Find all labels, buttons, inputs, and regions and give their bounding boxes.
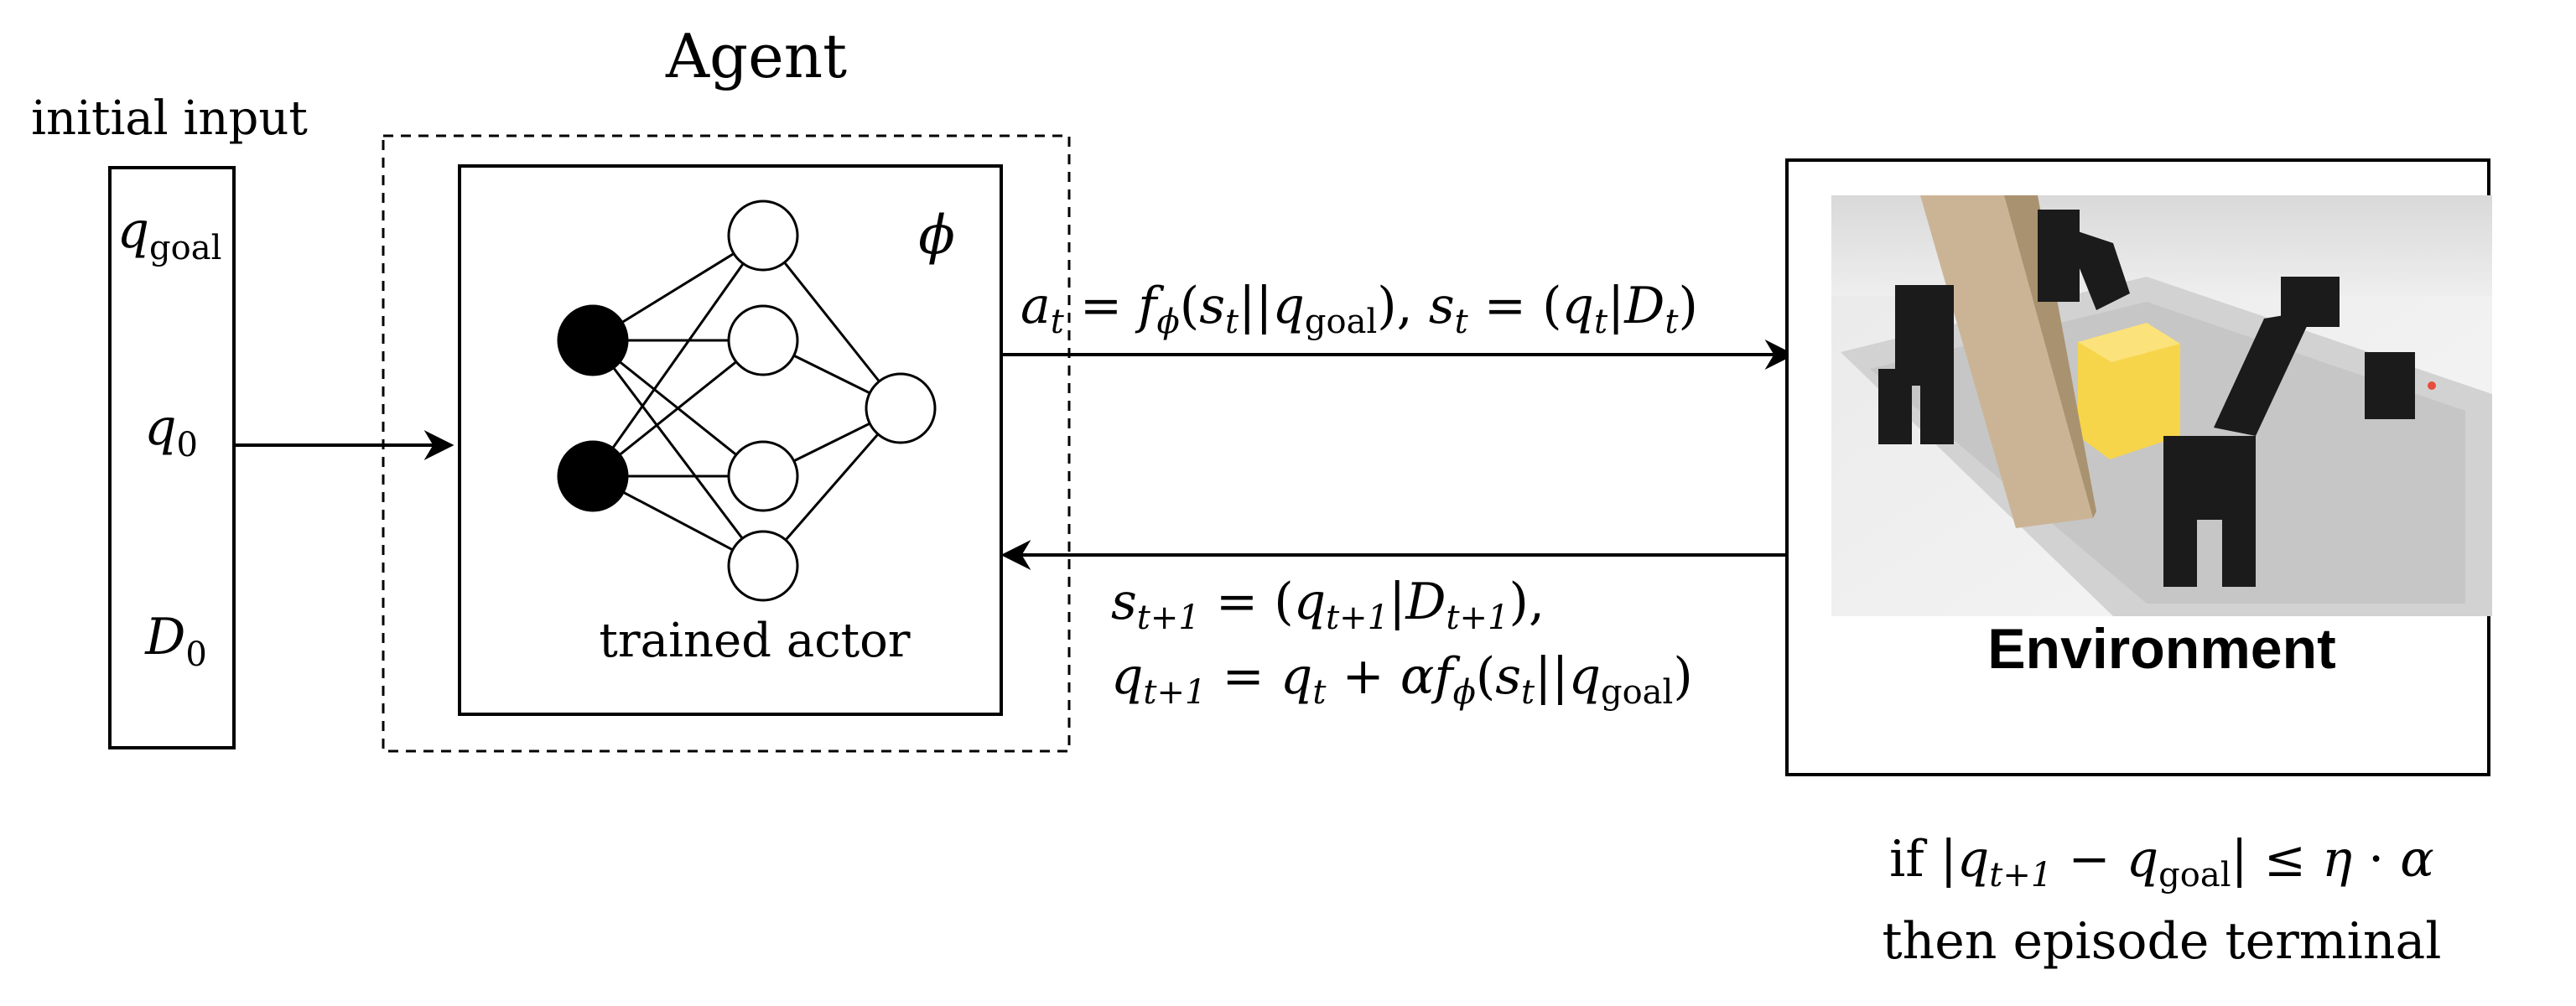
agent-dashed-boundary xyxy=(382,134,1071,753)
input-node xyxy=(557,304,629,376)
input-d-0: D0 xyxy=(144,608,207,674)
hidden-node xyxy=(727,304,799,376)
robot-arm-left xyxy=(1878,210,2130,444)
hidden-node xyxy=(727,530,799,602)
hidden-node xyxy=(727,200,799,272)
pillar-obstacle xyxy=(1920,195,2093,528)
termination-consequence: then episode terminal xyxy=(1883,912,2442,971)
environment-label: Environment xyxy=(1987,617,2336,681)
agent-title: Agent xyxy=(665,21,847,91)
initial-input-title: initial input xyxy=(31,91,308,146)
input-node xyxy=(557,440,629,512)
input-q-goal: qgoal xyxy=(117,201,222,267)
phi-parameter-label: ϕ xyxy=(918,205,955,267)
output-node xyxy=(865,372,937,444)
hidden-node xyxy=(727,440,799,512)
termination-condition: if |qt+1 − qgoal| ≤ η · α xyxy=(1889,830,2434,895)
position-update-equation: qt+1 = qt + αfϕ(st||qgoal) xyxy=(1111,647,1693,712)
state-transition-equation: st+1 = (qt+1|Dt+1), xyxy=(1111,573,1545,637)
trained-actor-caption: trained actor xyxy=(599,614,910,668)
robot-arm-right xyxy=(2163,277,2415,587)
environment-photo xyxy=(1831,195,2492,616)
action-equation: at = fϕ(st||qgoal), st = (qt|Dt) xyxy=(1021,277,1698,341)
initial-input-box xyxy=(108,166,236,749)
input-q-0: q0 xyxy=(144,398,198,464)
